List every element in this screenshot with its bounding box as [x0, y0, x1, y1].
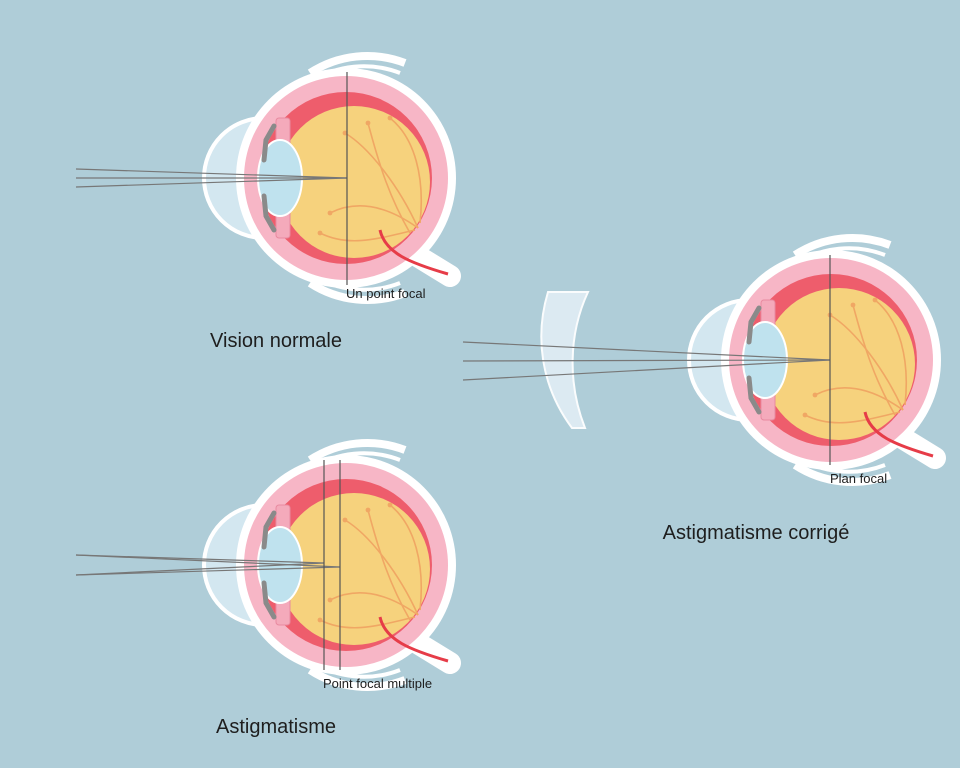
eye-corrected: [462, 238, 941, 482]
caption-corrected: Astigmatisme corrigé: [662, 522, 850, 544]
eye-normal: [75, 56, 456, 300]
eye-astigmatism: [75, 443, 456, 687]
caption-astigmatism: Astigmatisme: [215, 716, 337, 738]
focal-label-corrected: Plan focal: [830, 471, 888, 486]
focal-label-astigmatism: Point focal multiple: [323, 676, 433, 691]
focal-label-normal: Un point focal: [346, 286, 426, 301]
caption-normal: Vision normale: [210, 330, 342, 352]
corrective-lens: [540, 291, 590, 429]
